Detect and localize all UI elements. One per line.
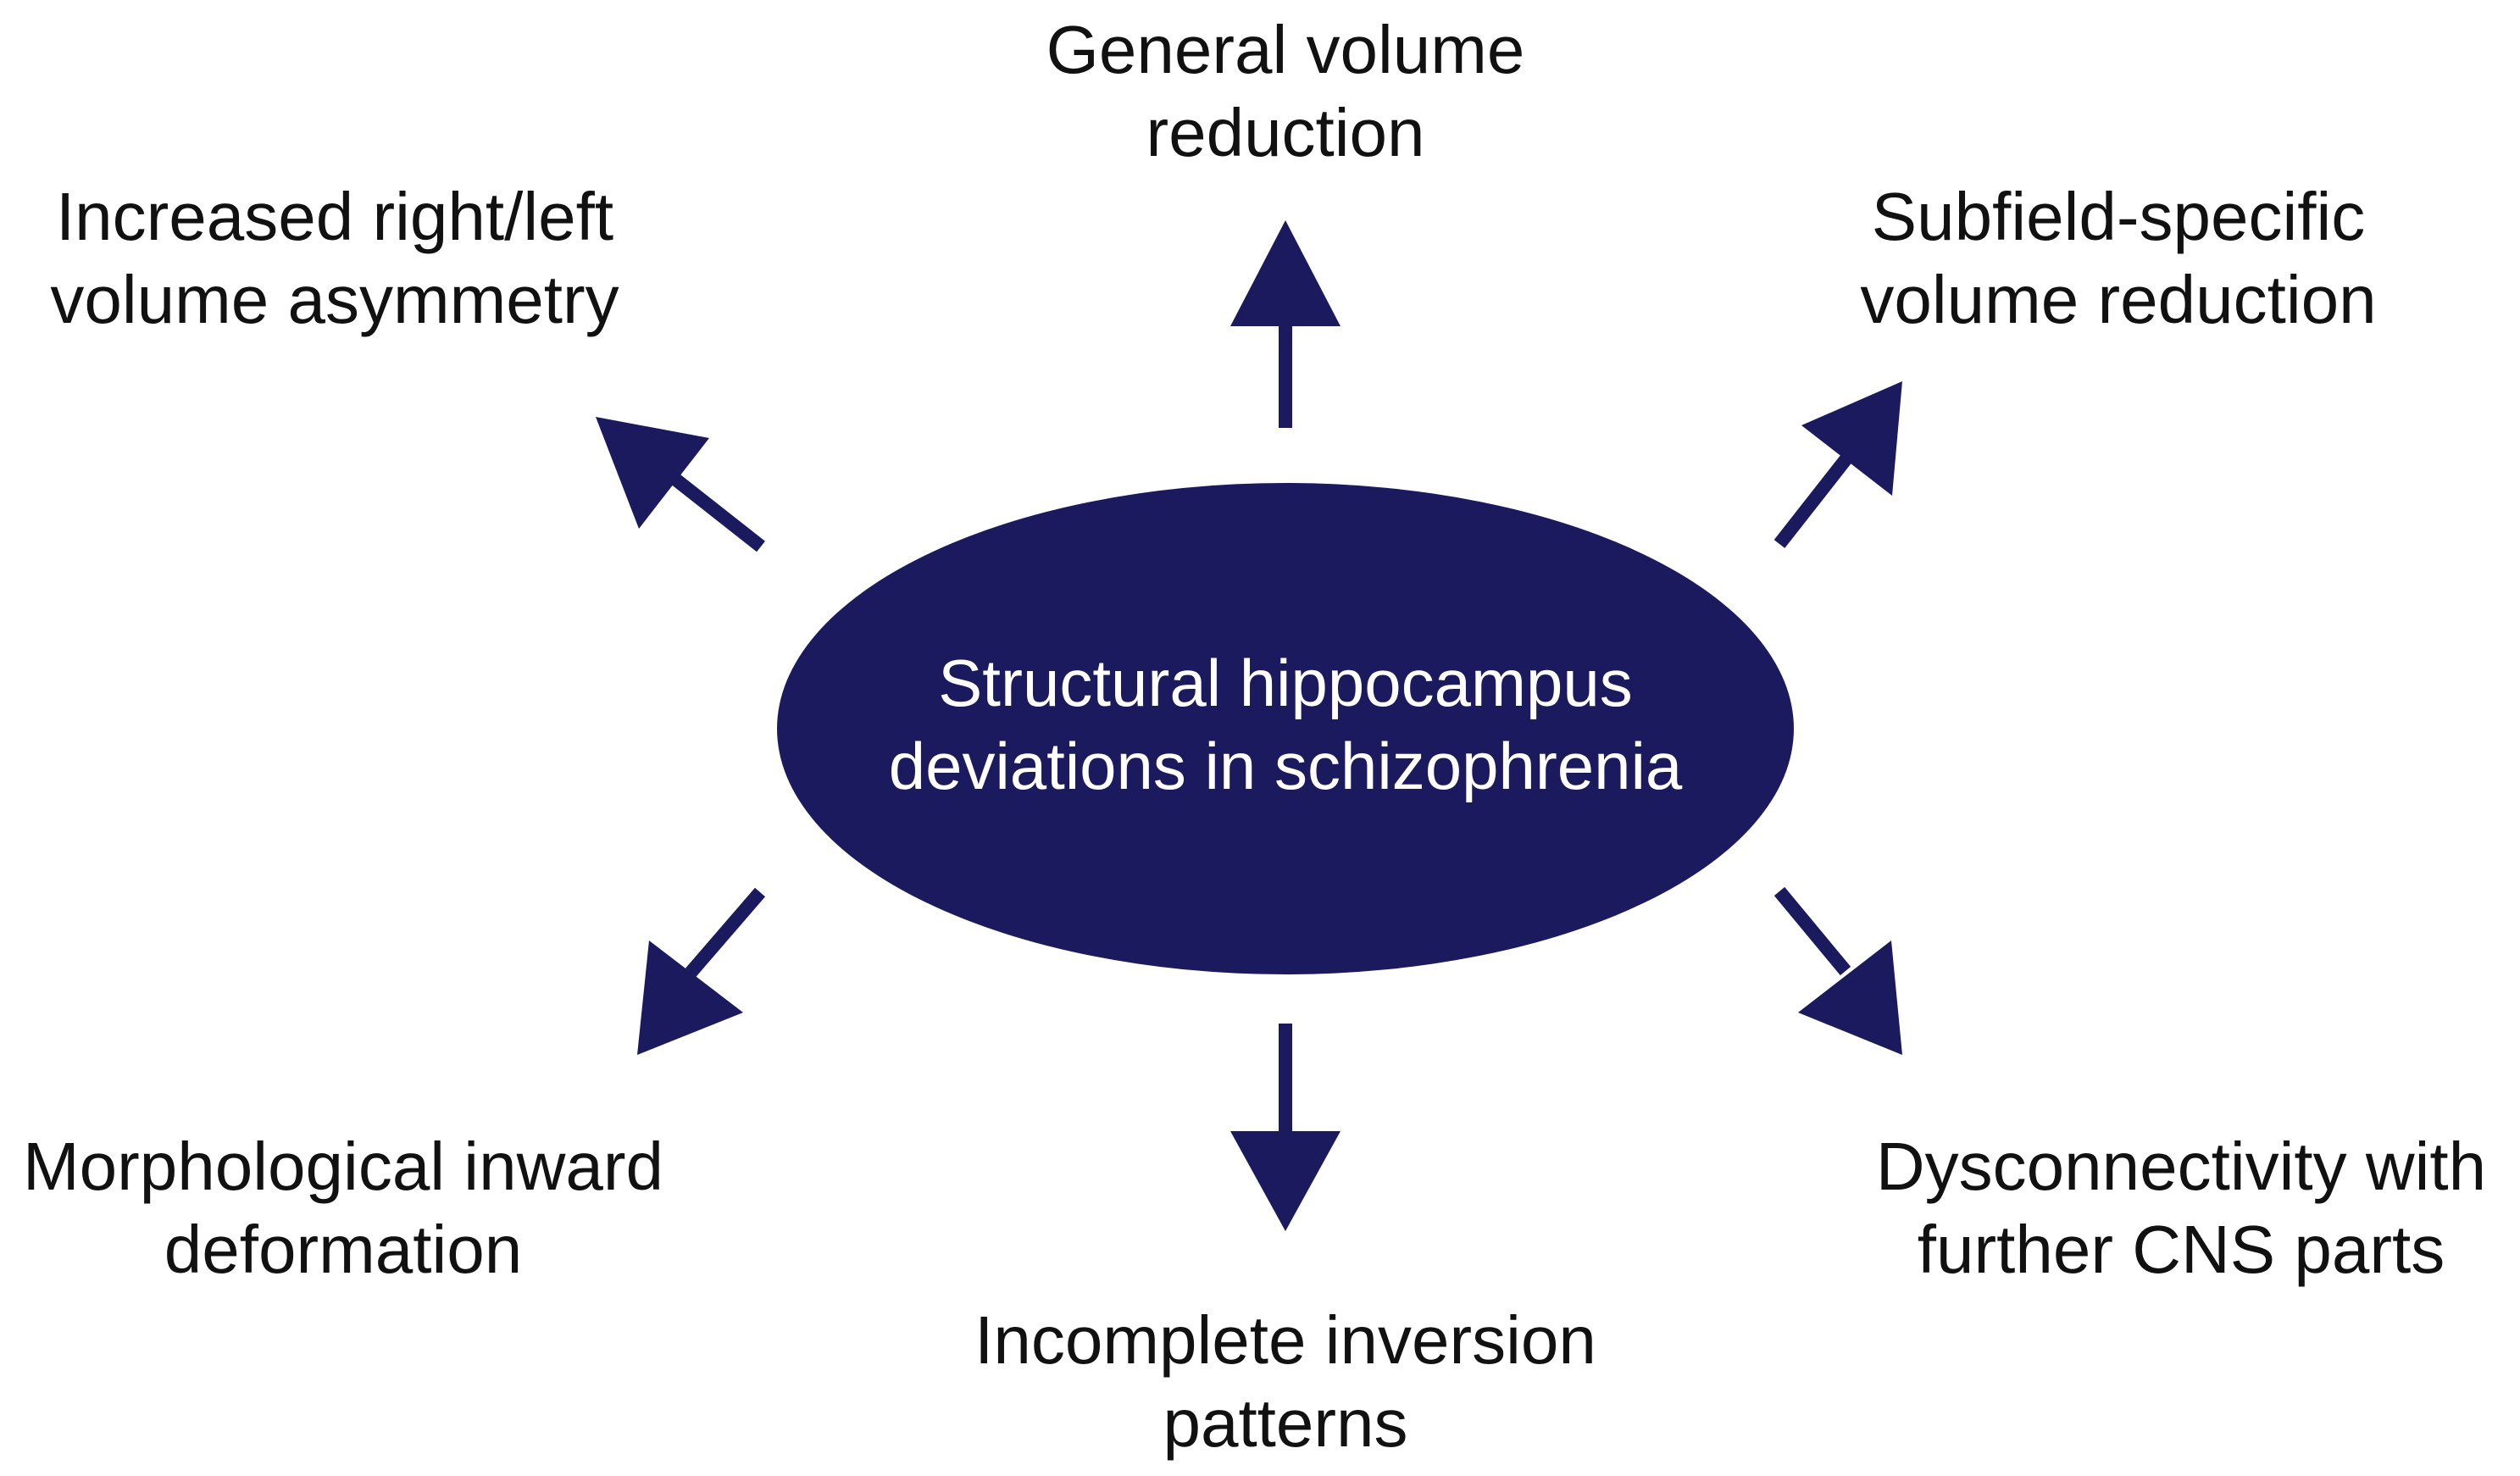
outcome-inward-deformation: Morphological inward deformation [0,1125,686,1291]
arrow-up-right-icon [1773,381,1902,548]
outcome-incomplete-inversion: Incomplete inversion patterns [946,1299,1624,1465]
outcome-top-left-line1: Increased right/left [55,179,614,254]
outcome-dysconnectivity: Dysconnectivity with further CNS parts [1842,1125,2520,1291]
center-ellipse [777,483,1794,974]
outcome-top-left-line2: volume asymmetry [50,262,619,337]
outcome-top-right-line1: Subfield-specific [1871,179,2366,254]
center-label-line2: deviations in schizophrenia [888,729,1683,803]
arrow-down-right-icon [1773,886,1902,1055]
outcome-top-right-line2: volume reduction [1860,262,2377,337]
outcome-bottom-left-line2: deformation [164,1212,523,1287]
outcome-general-volume-reduction: General volume reduction [946,8,1624,175]
outcome-bottom-left-line1: Morphological inward [23,1129,663,1204]
outcome-top-line2: reduction [1146,95,1425,170]
center-label-line1: Structural hippocampus [938,646,1633,720]
outcome-bottom-line1: Incomplete inversion [974,1302,1596,1378]
arrow-down-icon [1230,1024,1340,1231]
arrow-up-icon [1230,220,1340,428]
outcome-bottom-right-line1: Dysconnectivity with [1875,1129,2487,1204]
outcome-subfield-volume-reduction: Subfield-specific volume reduction [1779,175,2457,341]
outcome-top-line1: General volume [1046,12,1525,87]
arrow-up-left-icon [596,417,765,552]
outcome-bottom-line2: patterns [1163,1385,1408,1461]
arrow-down-left-icon [637,887,766,1055]
outcome-bottom-right-line2: further CNS parts [1917,1212,2445,1287]
outcome-volume-asymmetry: Increased right/left volume asymmetry [0,175,669,341]
center-label: Structural hippocampus deviations in sch… [777,641,1794,807]
